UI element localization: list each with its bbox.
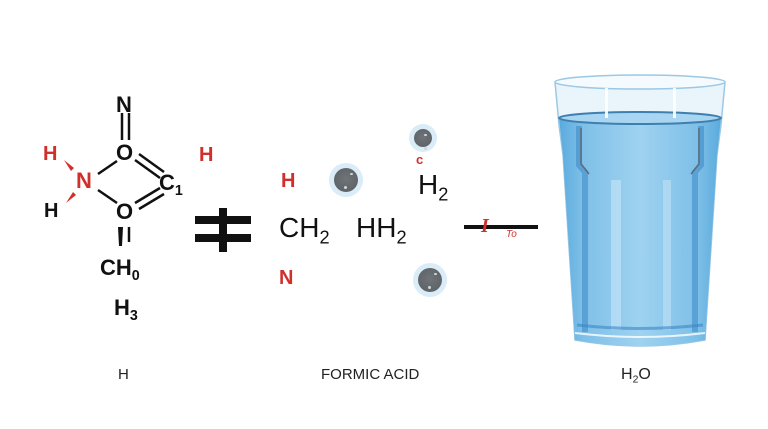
- reaction-label: To: [506, 229, 517, 240]
- bond-lines: [64, 113, 165, 246]
- hh2-symbol: HH: [356, 212, 397, 243]
- ch0-subscript: 0: [131, 268, 140, 284]
- atom-h-middle-red: H: [281, 170, 296, 192]
- c1-symbol: C: [159, 170, 175, 195]
- atom-ch0: CH0: [100, 255, 140, 284]
- hh2-subscript: 2: [396, 227, 407, 248]
- molecule-ball-icon: [414, 129, 432, 150]
- atom-o-bottom: O: [116, 199, 134, 224]
- h2o-o: O: [638, 366, 651, 383]
- atom-c-small-red: c: [416, 152, 424, 167]
- h2o-subscript: 2: [632, 374, 639, 386]
- reaction-line-bar: [464, 225, 538, 229]
- caption-h2o: H2O: [621, 366, 651, 386]
- atom-h3: H3: [114, 295, 138, 324]
- formula-hh2: HH2: [356, 212, 407, 247]
- atom-h-left-bottom: H: [44, 200, 59, 222]
- caption-left: H: [118, 366, 129, 383]
- formula-h2: H2: [418, 169, 448, 204]
- c1-subscript: 1: [174, 183, 183, 199]
- atom-h-left-top: H: [43, 143, 58, 165]
- atom-n-top: N: [116, 92, 132, 117]
- atom-n-middle-red: N: [279, 267, 294, 289]
- water-glass-icon: [554, 74, 726, 347]
- h2-subscript: 2: [438, 184, 449, 205]
- h2-symbol: H: [418, 169, 439, 200]
- molecule-ball-icon: [334, 168, 358, 192]
- caption-formic-acid: FORMIC ACID: [321, 366, 420, 383]
- h3-symbol: H: [114, 295, 130, 320]
- atom-n-center: N: [76, 168, 92, 193]
- ch2-symbol: CH: [279, 212, 320, 243]
- atom-c1: C1: [159, 170, 183, 199]
- atom-h-right-red: H: [199, 144, 214, 166]
- formula-ch2: CH2: [279, 212, 330, 247]
- ch0-symbol: CH: [100, 255, 132, 280]
- h2o-h: H: [621, 366, 633, 383]
- atom-o-top: O: [116, 140, 134, 165]
- ch2-subscript: 2: [319, 227, 330, 248]
- molecule-ball-icon: [418, 268, 442, 292]
- reaction-mark: I: [481, 215, 489, 237]
- not-equal-icon: [195, 208, 251, 252]
- h3-subscript: 3: [129, 308, 138, 324]
